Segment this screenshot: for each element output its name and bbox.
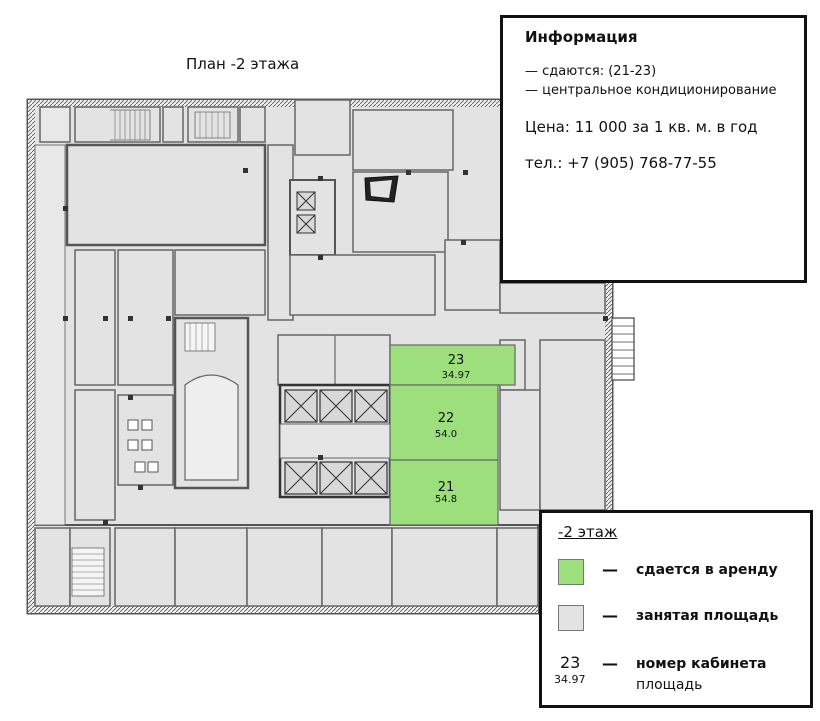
room-large-hall xyxy=(65,143,267,247)
room-22-number: 22 xyxy=(438,411,455,426)
info-panel: Информация — сдаются: (21-23) — централь… xyxy=(500,15,807,283)
info-air-conditioning: — центральное кондиционирование xyxy=(525,83,777,98)
legend-title: -2 этаж xyxy=(558,523,618,541)
room-21 xyxy=(389,459,499,526)
legend-row-occupied: — занятая площадь xyxy=(558,605,808,633)
info-rent-rooms: — сдаются: (21-23) xyxy=(525,64,657,79)
legend-row-rent: — сдается в аренду xyxy=(558,559,808,587)
room-21-number: 21 xyxy=(438,480,455,495)
legend-swatch-rent xyxy=(558,559,584,585)
legend-row-number: 23 34.97 — номер кабинета площадь xyxy=(554,653,808,693)
room-23-number: 23 xyxy=(448,353,465,368)
legend-label-occupied: занятая площадь xyxy=(636,608,779,624)
room-23-area: 34.97 xyxy=(442,370,471,381)
plan-title: План -2 этажа xyxy=(186,55,300,73)
legend-label-area: площадь xyxy=(636,677,703,693)
room-23 xyxy=(389,344,516,386)
info-title: Информация xyxy=(525,28,638,46)
legend-dash: — xyxy=(602,654,618,673)
info-price: Цена: 11 000 за 1 кв. м. в год xyxy=(525,118,758,136)
legend-label-rent: сдается в аренду xyxy=(636,562,778,578)
legend-dash: — xyxy=(602,560,618,579)
legend-swatch-occupied xyxy=(558,605,584,631)
room-top-left xyxy=(39,106,71,143)
info-phone: тел.: +7 (905) 768-77-55 xyxy=(525,154,717,172)
legend-sample-number: 23 xyxy=(560,653,581,672)
room-21-area: 54.8 xyxy=(435,494,457,505)
legend-label-number: номер кабинета xyxy=(636,656,767,672)
legend-sample-area: 34.97 xyxy=(554,673,586,686)
legend-panel: -2 этаж — сдается в аренду — занятая пло… xyxy=(539,510,813,708)
room-22-area: 54.0 xyxy=(435,429,457,440)
room-22 xyxy=(389,384,499,461)
legend-dash: — xyxy=(602,606,618,625)
room-elevator-hall xyxy=(277,334,391,386)
exterior-stairs xyxy=(611,317,635,381)
